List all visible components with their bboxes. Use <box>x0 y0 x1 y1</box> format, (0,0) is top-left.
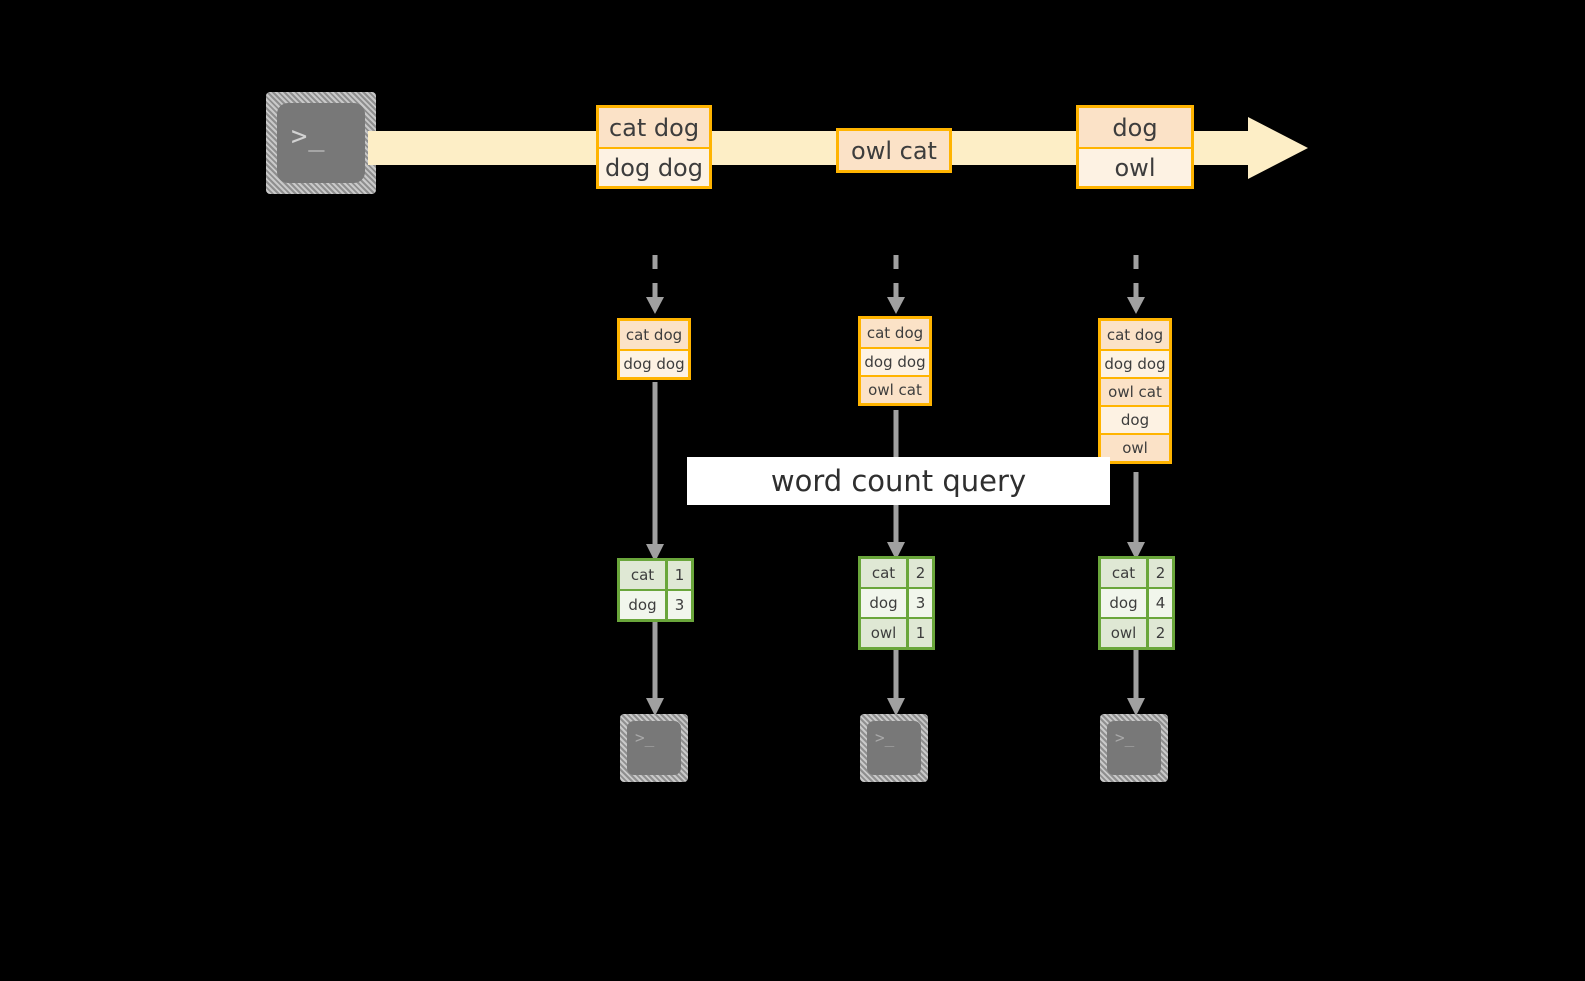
record-row: cat dog <box>620 321 688 349</box>
table-row: cat 2 <box>1101 559 1172 587</box>
record-row: dog dog <box>861 347 929 375</box>
table-row: dog 4 <box>1101 587 1172 617</box>
result-word: owl <box>1101 619 1146 647</box>
snapshot-3-sink-terminal-icon: >_ <box>1100 714 1168 782</box>
result-count: 2 <box>1146 559 1172 587</box>
record-row: owl <box>1101 433 1169 461</box>
table-row: dog 3 <box>861 587 932 617</box>
record-row: owl cat <box>839 131 949 170</box>
terminal-screen: >_ <box>867 721 921 775</box>
terminal-prompt-glyph: >_ <box>875 728 895 747</box>
result-word: dog <box>1101 589 1146 617</box>
result-word: cat <box>620 561 665 589</box>
record-row: dog dog <box>620 349 688 377</box>
snapshot-2-sink-terminal-icon: >_ <box>860 714 928 782</box>
table-row: owl 1 <box>861 617 932 647</box>
table-row: owl 2 <box>1101 617 1172 647</box>
record-row: owl cat <box>1101 377 1169 405</box>
snapshot-3-result-table: cat 2 dog 4 owl 2 <box>1098 556 1175 650</box>
result-word: cat <box>861 559 906 587</box>
snapshot-2-sink-arrow <box>886 650 906 718</box>
snapshot-1-sink-arrow <box>645 622 665 718</box>
result-word: owl <box>861 619 906 647</box>
stream-event-2: owl cat <box>836 128 952 173</box>
record-row: dog <box>1079 108 1191 147</box>
result-count: 1 <box>906 619 932 647</box>
stream-to-snapshot-3-arrow <box>1126 255 1146 317</box>
terminal-prompt-glyph: >_ <box>291 121 326 152</box>
terminal-screen: >_ <box>277 103 365 183</box>
stream-to-snapshot-1-arrow <box>645 255 665 317</box>
snapshot-1-result-table: cat 1 dog 3 <box>617 558 694 622</box>
stream-to-snapshot-2-arrow <box>886 255 906 317</box>
query-label: word count query <box>770 464 1027 498</box>
terminal-prompt-glyph: >_ <box>1115 728 1135 747</box>
stream-event-1: cat dog dog dog <box>596 105 712 189</box>
snapshot-3-query-arrow <box>1126 472 1146 562</box>
result-word: dog <box>861 589 906 617</box>
record-row: cat dog <box>599 108 709 147</box>
table-row: cat 1 <box>620 561 691 589</box>
snapshot-3-input-stack: cat dog dog dog owl cat dog owl <box>1098 318 1172 464</box>
record-row: owl cat <box>861 375 929 403</box>
terminal-prompt-glyph: >_ <box>635 728 655 747</box>
record-row: dog dog <box>599 147 709 186</box>
record-row: owl <box>1079 147 1191 186</box>
result-count: 4 <box>1146 589 1172 617</box>
source-terminal-icon: >_ <box>266 92 376 194</box>
snapshot-2-result-table: cat 2 dog 3 owl 1 <box>858 556 935 650</box>
record-row: cat dog <box>1101 321 1169 349</box>
terminal-screen: >_ <box>627 721 681 775</box>
result-count: 3 <box>906 589 932 617</box>
result-word: dog <box>620 591 665 619</box>
table-row: dog 3 <box>620 589 691 619</box>
result-count: 2 <box>1146 619 1172 647</box>
snapshot-3-sink-arrow <box>1126 650 1146 718</box>
record-row: dog <box>1101 405 1169 433</box>
snapshot-2-input-stack: cat dog dog dog owl cat <box>858 316 932 406</box>
snapshot-1-sink-terminal-icon: >_ <box>620 714 688 782</box>
query-label-band: word count query <box>687 457 1110 505</box>
result-count: 3 <box>665 591 691 619</box>
record-row: cat dog <box>861 319 929 347</box>
stream-event-3: dog owl <box>1076 105 1194 189</box>
result-count: 1 <box>665 561 691 589</box>
record-row: dog dog <box>1101 349 1169 377</box>
snapshot-1-input-stack: cat dog dog dog <box>617 318 691 380</box>
result-count: 2 <box>906 559 932 587</box>
terminal-screen: >_ <box>1107 721 1161 775</box>
result-word: cat <box>1101 559 1146 587</box>
table-row: cat 2 <box>861 559 932 587</box>
snapshot-1-query-arrow <box>645 382 665 564</box>
